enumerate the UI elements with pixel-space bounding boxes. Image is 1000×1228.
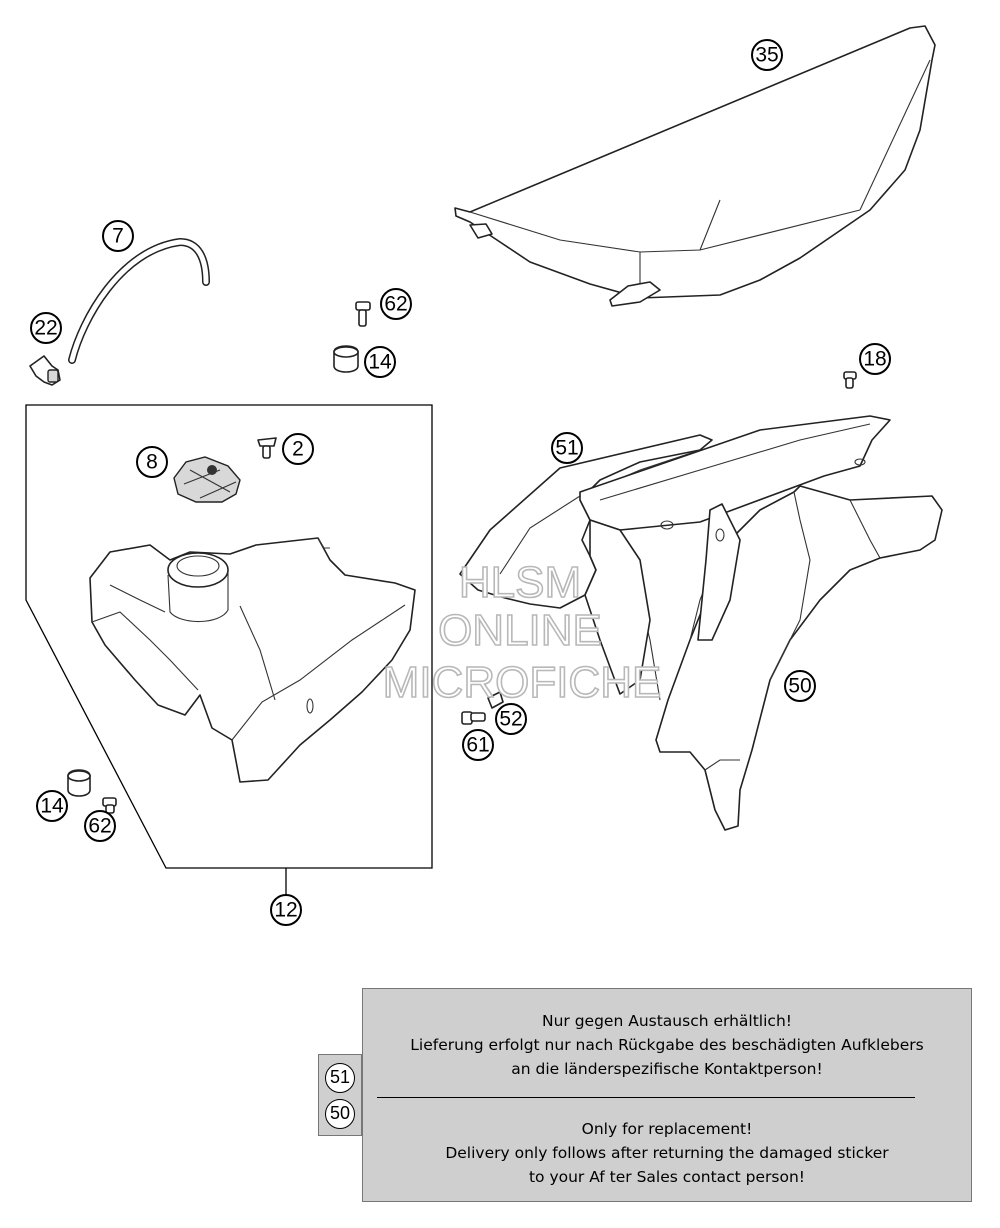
notice-english: Only for replacement! Delivery only foll… <box>363 1117 971 1189</box>
watermark: HLSM ONLINE MICROFICHE <box>382 557 662 708</box>
callout-62-top-label: 62 <box>384 293 407 316</box>
screw-18-part[interactable] <box>843 371 857 389</box>
callout-50-label: 50 <box>788 675 811 698</box>
callout-51-label: 51 <box>555 437 578 460</box>
spacer-14-top-part[interactable] <box>333 345 359 373</box>
fuel-tank-part[interactable] <box>89 537 416 783</box>
replacement-notice: Nur gegen Austausch erhältlich! Lieferun… <box>362 988 972 1202</box>
callout-2-label: 2 <box>292 438 304 461</box>
notice-german: Nur gegen Austausch erhältlich! Lieferun… <box>363 1009 971 1081</box>
callout-18-label: 18 <box>863 348 886 371</box>
callout-14-bottom-label: 14 <box>40 795 64 818</box>
notice-de-line-2: Lieferung erfolgt nur nach Rückgabe des … <box>410 1036 924 1054</box>
callout-50[interactable]: 50 <box>784 670 816 702</box>
spoiler-right-part[interactable] <box>655 485 943 831</box>
screw-62-top-part[interactable] <box>355 301 371 327</box>
notice-de-line-3: an die länderspezifische Kontaktperson! <box>511 1060 823 1078</box>
spoiler-left-part[interactable] <box>459 415 891 701</box>
notice-en-line-2: Delivery only follows after returning th… <box>445 1144 889 1162</box>
callout-35[interactable]: 35 <box>751 39 783 71</box>
callout-14-top[interactable]: 14 <box>364 346 396 378</box>
elbow-fitting-part[interactable] <box>29 355 61 386</box>
notice-ref-51[interactable]: 51 <box>325 1063 355 1093</box>
callout-8[interactable]: 8 <box>136 446 168 478</box>
callout-61-label: 61 <box>466 734 489 757</box>
callout-18[interactable]: 18 <box>859 343 891 375</box>
notice-en-line-1: Only for replacement! <box>581 1120 753 1138</box>
watermark-line-1: HLSM <box>459 558 581 607</box>
callout-14-bottom[interactable]: 14 <box>36 790 68 822</box>
callout-61[interactable]: 61 <box>462 729 494 761</box>
callout-62-bottom[interactable]: 62 <box>84 810 116 842</box>
screw-61-part[interactable] <box>461 711 486 725</box>
callout-52-label: 52 <box>499 708 522 731</box>
callout-2[interactable]: 2 <box>282 433 314 465</box>
watermark-line-2: ONLINE <box>438 606 602 655</box>
callout-35-label: 35 <box>755 44 778 67</box>
callout-7[interactable]: 7 <box>102 220 134 252</box>
notice-divider <box>377 1097 915 1098</box>
callout-62-bottom-label: 62 <box>88 815 111 838</box>
washer-52-part[interactable] <box>487 691 504 709</box>
callout-7-label: 7 <box>112 225 124 248</box>
callout-14-top-label: 14 <box>368 351 392 374</box>
watermark-line-3: MICROFICHE <box>383 658 662 707</box>
spacer-14-bottom-part[interactable] <box>67 769 91 797</box>
notice-de-line-1: Nur gegen Austausch erhältlich! <box>542 1012 792 1030</box>
tank-assembly-frame <box>25 404 433 869</box>
screw-62-bottom-part[interactable] <box>102 797 117 814</box>
callout-12-label: 12 <box>274 899 297 922</box>
callout-22-label: 22 <box>34 317 57 340</box>
callout-51[interactable]: 51 <box>551 432 583 464</box>
callout-12[interactable]: 12 <box>270 894 302 926</box>
fuel-cap-part[interactable] <box>173 456 241 503</box>
notice-ref-50[interactable]: 50 <box>325 1099 355 1129</box>
breather-hose-part[interactable] <box>68 237 210 364</box>
seat-part[interactable] <box>454 25 936 307</box>
callout-62-top[interactable]: 62 <box>380 288 412 320</box>
notice-reference-box: 51 50 <box>318 1054 362 1136</box>
callout-52[interactable]: 52 <box>495 703 527 735</box>
notice-en-line-3: to your Af ter Sales contact person! <box>528 1168 806 1186</box>
callout-22[interactable]: 22 <box>30 312 62 344</box>
screw-2-part[interactable] <box>257 437 277 459</box>
callout-8-label: 8 <box>146 451 158 474</box>
